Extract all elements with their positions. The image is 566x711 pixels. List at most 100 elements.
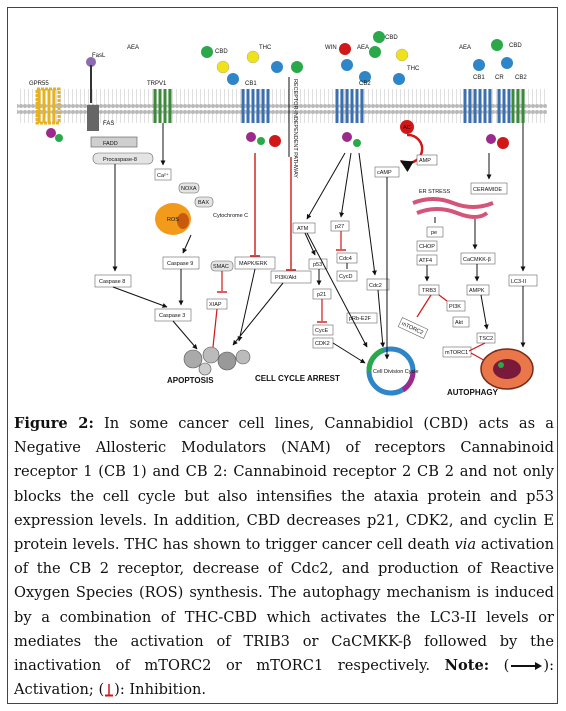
- caption-text-2: activation of the CB 2 receptor, decreas…: [14, 536, 554, 675]
- ligand-aea-label: AEA: [357, 45, 369, 51]
- svg-text:CB2: CB2: [359, 81, 371, 87]
- figure-frame: [7, 7, 558, 704]
- svg-text:Caspase 8: Caspase 8: [99, 279, 125, 285]
- svg-text:SMAC: SMAC: [213, 264, 229, 270]
- svg-text:cAMP: cAMP: [377, 170, 392, 176]
- caption-text-1: In some cancer cell lines, Cannabidiol (…: [14, 415, 554, 554]
- caption-note-open: (: [489, 657, 510, 675]
- cell-cycle-pathway: MAPK/ERK PI3K/Akt ATM p27 p53 Cdc4 CycD …: [232, 152, 419, 396]
- ligand-aea-label: AEA: [459, 45, 471, 51]
- ligand-thc-icon: [246, 50, 260, 64]
- ligand-thc-label: THC: [407, 66, 420, 72]
- svg-text:p27: p27: [335, 224, 344, 230]
- svg-text:Akt: Akt: [455, 320, 463, 326]
- svg-text:TRB3: TRB3: [422, 288, 436, 294]
- svg-text:AC: AC: [403, 125, 411, 131]
- ligand-win-label: WIN: [325, 45, 337, 51]
- ligands-right: AEA CBD: [459, 39, 522, 71]
- caption-via: via: [454, 536, 477, 554]
- svg-text:FasL: FasL: [92, 53, 106, 59]
- svg-text:CERAMIDE: CERAMIDE: [473, 187, 502, 193]
- activation-arrow-icon: [511, 662, 543, 671]
- apoptosis-pathway: Procaspase-8 Ca²⁺ NOXA BAX ROS Cytochrom…: [92, 123, 251, 385]
- svg-text:TSC2: TSC2: [479, 336, 493, 342]
- svg-text:Cdc2: Cdc2: [369, 283, 382, 289]
- ligand-aea-icon: [393, 73, 405, 85]
- receptor-trpv1: TRPV1: [147, 81, 172, 123]
- outcome-apoptosis: APOPTOSIS: [167, 376, 214, 385]
- ligand-thc-label: THC: [259, 45, 272, 51]
- svg-text:CDK2: CDK2: [315, 341, 330, 347]
- ligands-middle: WIN AEA CBD THC: [325, 31, 420, 85]
- svg-text:PI3K/Akt: PI3K/Akt: [275, 275, 297, 281]
- autophagy-pathway: AMP cAMP ER STRESS CERAMIDE pe CHOP ATF4…: [374, 123, 538, 397]
- ligand-cbd-label: CBD: [385, 35, 398, 41]
- receptor-gpr55: GPR55: [29, 81, 63, 142]
- ligand-aea-icon: [501, 57, 513, 69]
- svg-text:pRb-E2F: pRb-E2F: [349, 316, 372, 322]
- ligand-cbd-label: CBD: [509, 43, 522, 49]
- svg-text:ROS: ROS: [167, 217, 179, 223]
- svg-text:LC3-II: LC3-II: [511, 279, 526, 285]
- svg-text:Ca²⁺: Ca²⁺: [157, 172, 169, 179]
- apoptotic-bodies-icon: [183, 346, 251, 376]
- caption-note-activation: ): Activation; (: [14, 657, 554, 699]
- svg-text:BAX: BAX: [198, 200, 209, 206]
- svg-text:PI3K: PI3K: [449, 304, 461, 310]
- receptor-independent-label: RECEPTOR-INDEPENDENT PATHWAY: [292, 79, 298, 178]
- svg-text:pe: pe: [431, 230, 437, 236]
- ligand-cbd-label: CBD: [215, 49, 228, 55]
- svg-text:Cytochrome C: Cytochrome C: [213, 213, 248, 219]
- svg-text:CycD: CycD: [339, 274, 352, 280]
- svg-text:XIAP: XIAP: [209, 302, 222, 308]
- svg-text:p21: p21: [317, 292, 326, 298]
- svg-text:CB1: CB1: [473, 75, 485, 81]
- svg-text:ATM: ATM: [297, 226, 309, 232]
- svg-text:AMPK: AMPK: [469, 288, 485, 294]
- svg-text:Procaspase-8: Procaspase-8: [103, 157, 137, 163]
- ligands-left: AEA CBD THC: [127, 45, 303, 85]
- svg-text:Caspase 9: Caspase 9: [167, 261, 193, 267]
- svg-text:GPR55: GPR55: [29, 81, 49, 87]
- ligand-aea-icon: [359, 71, 371, 83]
- ligand-win-icon: [339, 43, 351, 55]
- svg-text:FAS: FAS: [103, 121, 114, 127]
- svg-text:CB2: CB2: [515, 75, 527, 81]
- svg-text:CycE: CycE: [315, 328, 328, 334]
- ligand-cbd-icon: [201, 46, 213, 58]
- cell-cycle-icon: Cell Division Cycle: [366, 346, 419, 396]
- svg-text:NOXA: NOXA: [181, 186, 197, 192]
- svg-text:CaCMKK-β: CaCMKK-β: [463, 257, 491, 263]
- svg-text:Caspase 3: Caspase 3: [159, 313, 185, 319]
- ligand-aea-icon: [227, 73, 239, 85]
- svg-text:ATF4: ATF4: [419, 258, 432, 264]
- svg-text:ER STRESS: ER STRESS: [419, 189, 451, 195]
- ligand-cbd-icon: [369, 46, 381, 58]
- ligand-aea-icon: [271, 61, 283, 73]
- inhibition-bar-icon: [105, 684, 114, 697]
- receptor-cb2: CB2 AC: [335, 81, 414, 147]
- figure-caption: Figure 2: In some cancer cell lines, Can…: [14, 412, 554, 702]
- ligand-cbd-icon: [373, 31, 385, 43]
- svg-text:Cell Division Cycle: Cell Division Cycle: [373, 369, 419, 375]
- receptor-fas: FasL FAS FADD: [86, 53, 138, 148]
- svg-text:AMP: AMP: [419, 158, 431, 164]
- svg-text:mTORC1: mTORC1: [445, 350, 468, 356]
- svg-text:p53: p53: [313, 262, 322, 268]
- cell-membrane: [17, 89, 547, 123]
- autophagosome-icon: [480, 348, 534, 390]
- svg-text:FADD: FADD: [103, 141, 118, 147]
- ligand-thc-icon: [395, 48, 409, 62]
- svg-text:CR: CR: [495, 75, 504, 81]
- receptor-cb1: CB1: [241, 81, 281, 147]
- ligand-aea-label: AEA: [127, 45, 139, 51]
- ligand-aea-icon: [341, 59, 353, 71]
- svg-text:CHOP: CHOP: [419, 244, 435, 250]
- svg-text:CB1: CB1: [245, 81, 257, 87]
- caption-note-inhibition: ): Inhibition.: [114, 681, 207, 699]
- receptor-cb1-cb2: CB1 CR CB2: [463, 75, 527, 149]
- caption-label: Figure 2:: [14, 415, 94, 432]
- pathway-diagram: AEA CBD THC WIN AEA CBD THC AEA CBD GPR5…: [17, 31, 547, 397]
- ligand-cbd-icon: [491, 39, 503, 51]
- ligand-thc-icon: [216, 60, 230, 74]
